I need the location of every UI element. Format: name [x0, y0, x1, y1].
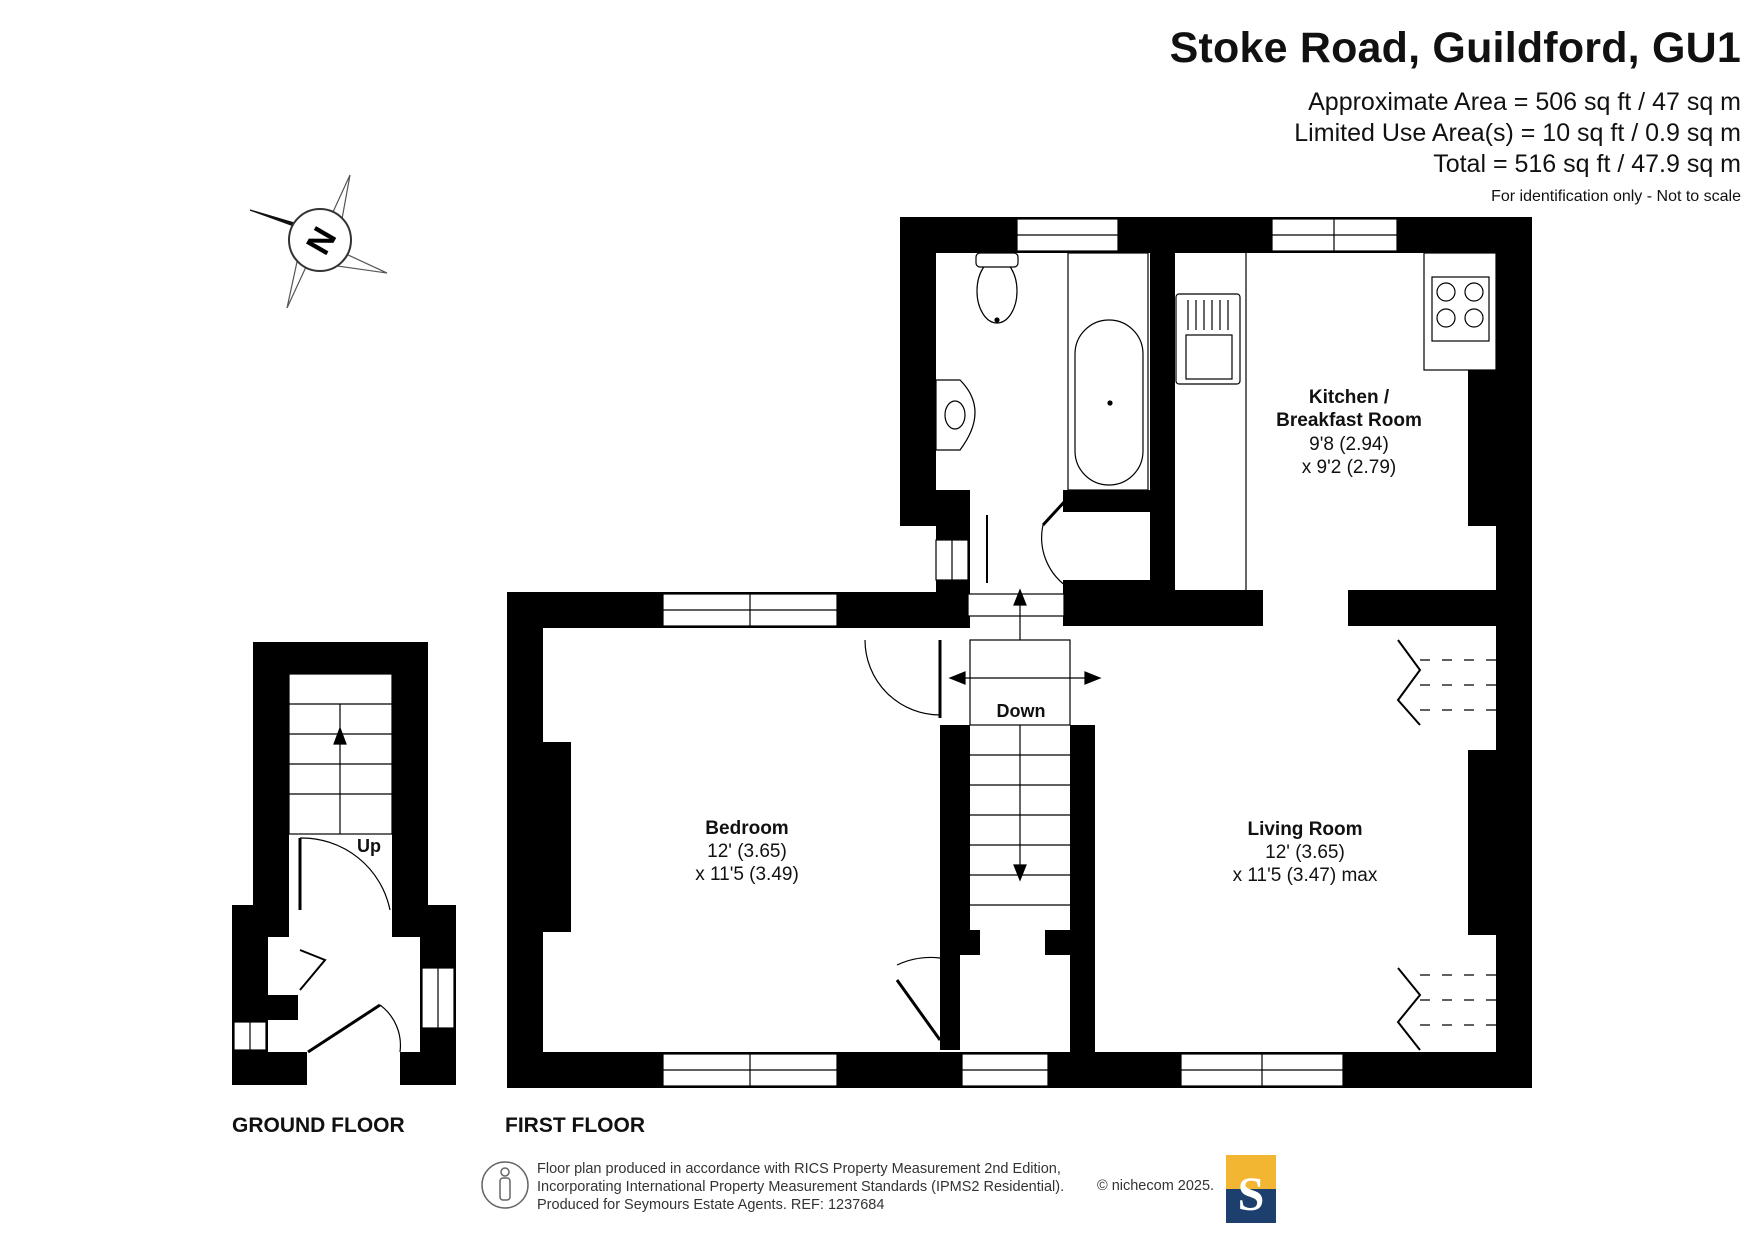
stairs-up-label: Up: [357, 836, 381, 856]
kitchen-fixtures: [1175, 252, 1497, 590]
first-floor-label: FIRST FLOOR: [505, 1114, 645, 1137]
ground-floor-label: GROUND FLOOR: [232, 1114, 405, 1137]
kitchen-dim1: 9'8 (2.94): [1309, 434, 1389, 455]
bedroom-dim2: x 11'5 (3.49): [695, 864, 799, 885]
copyright: © nichecom 2025.: [1097, 1178, 1215, 1194]
bedroom-label: Bedroom 12' (3.65) x 11'5 (3.49): [695, 818, 799, 885]
living-room-dim2: x 11'5 (3.47) max: [1233, 865, 1378, 886]
logo-letter: S: [1238, 1168, 1265, 1221]
total-area: Total = 516 sq ft / 47.9 sq m: [1433, 150, 1741, 178]
footer-line1: Floor plan produced in accordance with R…: [537, 1161, 1061, 1177]
footer-text: Floor plan produced in accordance with R…: [537, 1160, 1064, 1214]
living-room-dim1: 12' (3.65): [1265, 842, 1345, 863]
stairs-first-floor: [948, 588, 1102, 906]
kitchen-dim2: x 9'2 (2.79): [1302, 457, 1396, 478]
kitchen-label: Kitchen / Breakfast Room 9'8 (2.94) x 9'…: [1276, 387, 1422, 478]
living-room-name: Living Room: [1247, 819, 1362, 840]
kitchen-name-line2: Breakfast Room: [1276, 410, 1422, 431]
seymours-logo-icon: S: [1226, 1155, 1276, 1223]
ground-floor-details: [233, 673, 455, 1054]
disclaimer-note: For identification only - Not to scale: [1491, 188, 1741, 205]
stairs-down-label: Down: [997, 701, 1046, 721]
kitchen-name-line1: Kitchen /: [1309, 387, 1390, 408]
bedroom-dim1: 12' (3.65): [707, 841, 787, 862]
header: Stoke Road, Guildford, GU1 Approximate A…: [1170, 24, 1741, 206]
first-floor-walls: [507, 217, 1532, 1088]
footer-line2: Incorporating International Property Mea…: [537, 1179, 1065, 1195]
bathroom-fixtures: [935, 252, 1149, 491]
doors: [864, 498, 1422, 1051]
bedroom-name: Bedroom: [705, 818, 788, 839]
person-scale-icon: [481, 1161, 529, 1209]
property-title: Stoke Road, Guildford, GU1: [1169, 24, 1741, 72]
footer-line3: Produced for Seymours Estate Agents. REF…: [537, 1197, 885, 1213]
windows: [662, 218, 1398, 1087]
compass-icon: N: [249, 174, 388, 309]
limited-use-area: Limited Use Area(s) = 10 sq ft / 0.9 sq …: [1294, 119, 1741, 147]
ground-floor-walls: [232, 642, 456, 1085]
approximate-area: Approximate Area = 506 sq ft / 47 sq m: [1308, 88, 1741, 116]
living-room-label: Living Room 12' (3.65) x 11'5 (3.47) max: [1233, 819, 1378, 886]
